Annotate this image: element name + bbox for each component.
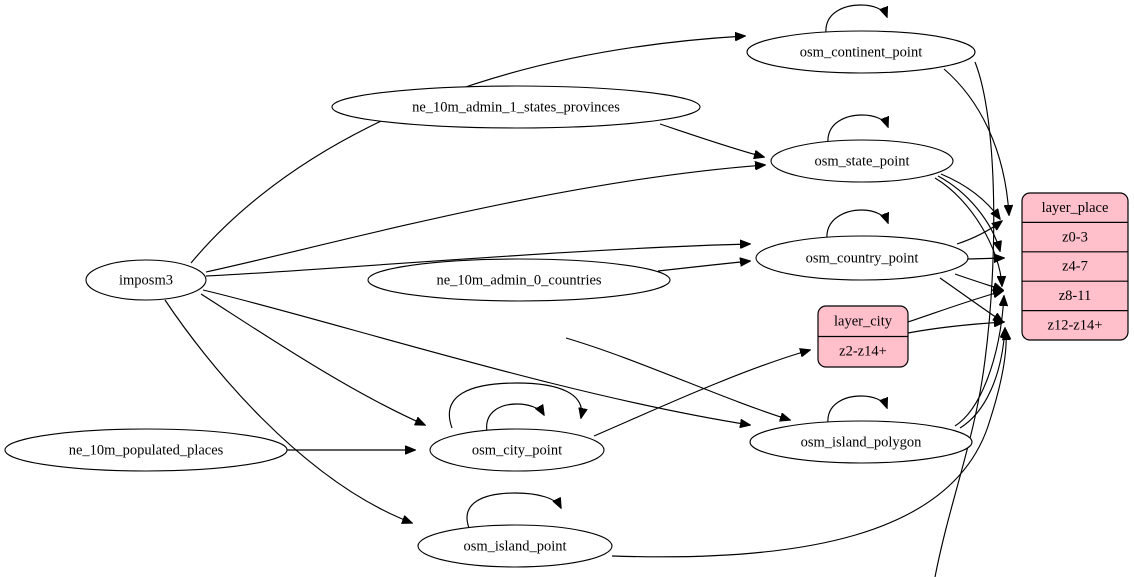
edge-self-osm-island-polygon xyxy=(827,395,887,425)
node-ne-10m-admin-0-countries[interactable]: ne_10m_admin_0_countries xyxy=(367,258,671,302)
edge-osm-island-polygon-to-layer-place-z8-11 xyxy=(954,296,1004,427)
edge-long-vertical-route xyxy=(934,61,995,577)
node-osm-island-point[interactable]: osm_island_point xyxy=(417,524,613,568)
edge-ne-admin1-to-osm-state-point xyxy=(659,123,764,157)
edge-self-osm-state-point xyxy=(827,114,888,145)
edge-osm-state-point-to-layer-place-z4-7 xyxy=(937,175,1000,251)
node-ne-10m-populated-places[interactable]: ne_10m_populated_places xyxy=(4,428,288,472)
edge-imposm3-to-osm-state-point xyxy=(205,165,765,273)
node-osm-continent-point[interactable]: osm_continent_point xyxy=(746,30,976,74)
node-osm-state-point[interactable]: osm_state_point xyxy=(770,139,954,183)
node-osm-country-point[interactable]: osm_country_point xyxy=(755,235,969,281)
edge-cross-to-osm-island-polygon xyxy=(565,337,790,420)
edge-self-osm-city-point xyxy=(486,403,544,433)
edge-osm-continent-point-to-layer-place-z0-3 xyxy=(943,68,1009,215)
edge-osm-country-point-to-layer-place-z0-3 xyxy=(956,221,1002,245)
node-osm-city-point[interactable]: osm_city_point xyxy=(429,428,605,472)
edge-ne-admin0-to-osm-country-point xyxy=(657,261,750,272)
edge-imposm3-to-osm-continent-point xyxy=(190,36,745,264)
node-ne-10m-admin-1-states-provinces[interactable]: ne_10m_admin_1_states_provinces xyxy=(331,85,701,129)
edge-osm-country-point-to-layer-place-z8-11 xyxy=(954,273,1003,290)
edge-imposm3-to-osm-city-point xyxy=(200,293,425,425)
edge-imposm3-to-osm-island-polygon xyxy=(202,289,750,425)
edge-self-osm-island-point xyxy=(466,492,561,529)
edge-osm-city-point-to-layer-city xyxy=(593,350,810,437)
edge-self-osm-country-point xyxy=(826,209,888,241)
node-imposm3[interactable]: imposm3 xyxy=(85,259,207,301)
node-layer: imposm3 ne_10m_admin_1_states_provinces … xyxy=(4,30,1129,568)
edge-layer-city-to-layer-place-z8-11 xyxy=(907,291,1003,323)
node-osm-island-polygon[interactable]: osm_island_polygon xyxy=(749,420,973,464)
edge-osm-island-point-to-layer-place-z12 xyxy=(611,330,1006,558)
record-node-layer-place[interactable]: layer_place z0-3 z4-7 z8-11 z12-z14+ xyxy=(1021,192,1129,341)
edge-imposm3-to-osm-country-point xyxy=(205,244,750,277)
edge-imposm3-to-osm-island-point xyxy=(164,299,412,523)
edge-osm-country-point-to-layer-place-z4-7 xyxy=(967,258,1004,259)
edge-osm-state-point-to-layer-place-z8-11 xyxy=(934,177,1002,286)
edge-osm-island-polygon-to-layer-place-z12 xyxy=(959,328,1005,429)
edge-layer xyxy=(164,4,1009,577)
edge-layer-city-to-layer-place-z12 xyxy=(907,322,1004,334)
edge-outer-arc-osm-city-point xyxy=(448,382,581,429)
record-node-layer-city[interactable]: layer_city z2-z14+ xyxy=(817,305,909,368)
edge-self-osm-continent-point xyxy=(825,4,887,35)
edge-osm-state-point-to-layer-place-z0-3 xyxy=(940,173,1000,219)
